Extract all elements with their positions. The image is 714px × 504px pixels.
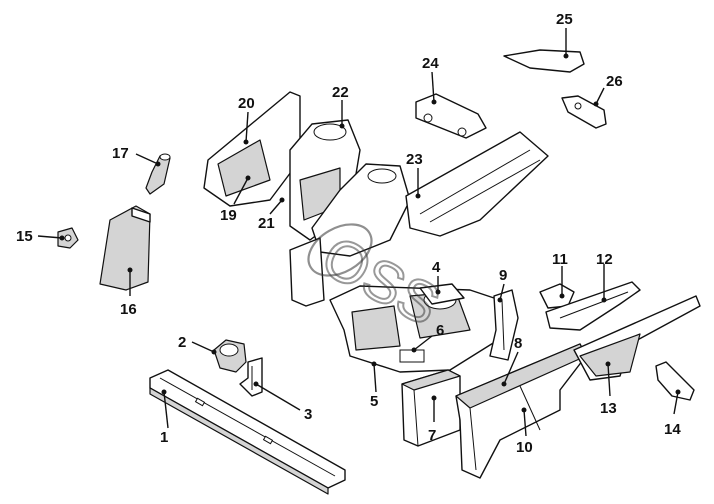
callout-15: 15 [16,228,33,245]
part-26-support [561,95,607,129]
callout-10: 10 [516,439,533,456]
part-23-rear-tower [311,131,549,257]
callout-22: 22 [332,84,349,101]
callout-11: 11 [552,251,568,268]
callout-23: 23 [406,151,423,168]
callout-20: 20 [238,95,255,112]
callout-2: 2 [178,334,186,351]
callout-14: 14 [664,421,681,438]
leader-dots [59,53,681,413]
callout-12: 12 [596,251,613,268]
callout-19: 19 [220,207,237,224]
callout-6: 6 [436,322,444,339]
part-25-top-plate [503,49,585,73]
callout-26: 26 [606,73,623,90]
part-7-box-member [401,369,461,447]
callout-5: 5 [370,393,378,410]
callout-17: 17 [112,145,129,162]
callout-3: 3 [304,406,312,423]
part-9-bracket [489,289,519,361]
part-1-lower-rail [149,369,346,495]
callout-9: 9 [499,267,507,284]
leader-lines [37,28,679,437]
part-24-upper-bracket [415,93,487,139]
callout-13: 13 [600,400,617,417]
callout-4: 4 [432,259,441,276]
part-3-bracket [239,357,263,397]
callout-24: 24 [422,55,439,72]
part-15-clip [57,227,79,249]
part-17-tube [145,153,171,195]
part-16-side-panel [99,205,151,291]
callout-1: 1 [160,429,168,446]
part-11-gusset [539,283,575,309]
part-21-rail-stub [289,237,325,307]
part-10-front-rail [455,343,587,479]
part-2-mount-block [213,339,247,373]
part-4-plate [419,283,465,305]
callout-8: 8 [514,335,522,352]
callout-7: 7 [428,427,436,444]
part-14-corner-bracket [655,361,695,401]
part-20-inner-panel [203,91,301,207]
part-12-reinforcement [545,281,641,331]
callout-labels: 1 2 3 4 5 6 7 8 9 10 11 12 13 14 15 16 1… [16,11,681,456]
callout-25: 25 [556,11,573,28]
part-13-side-rail [573,295,701,381]
callout-16: 16 [120,301,137,318]
callout-21: 21 [258,215,275,232]
